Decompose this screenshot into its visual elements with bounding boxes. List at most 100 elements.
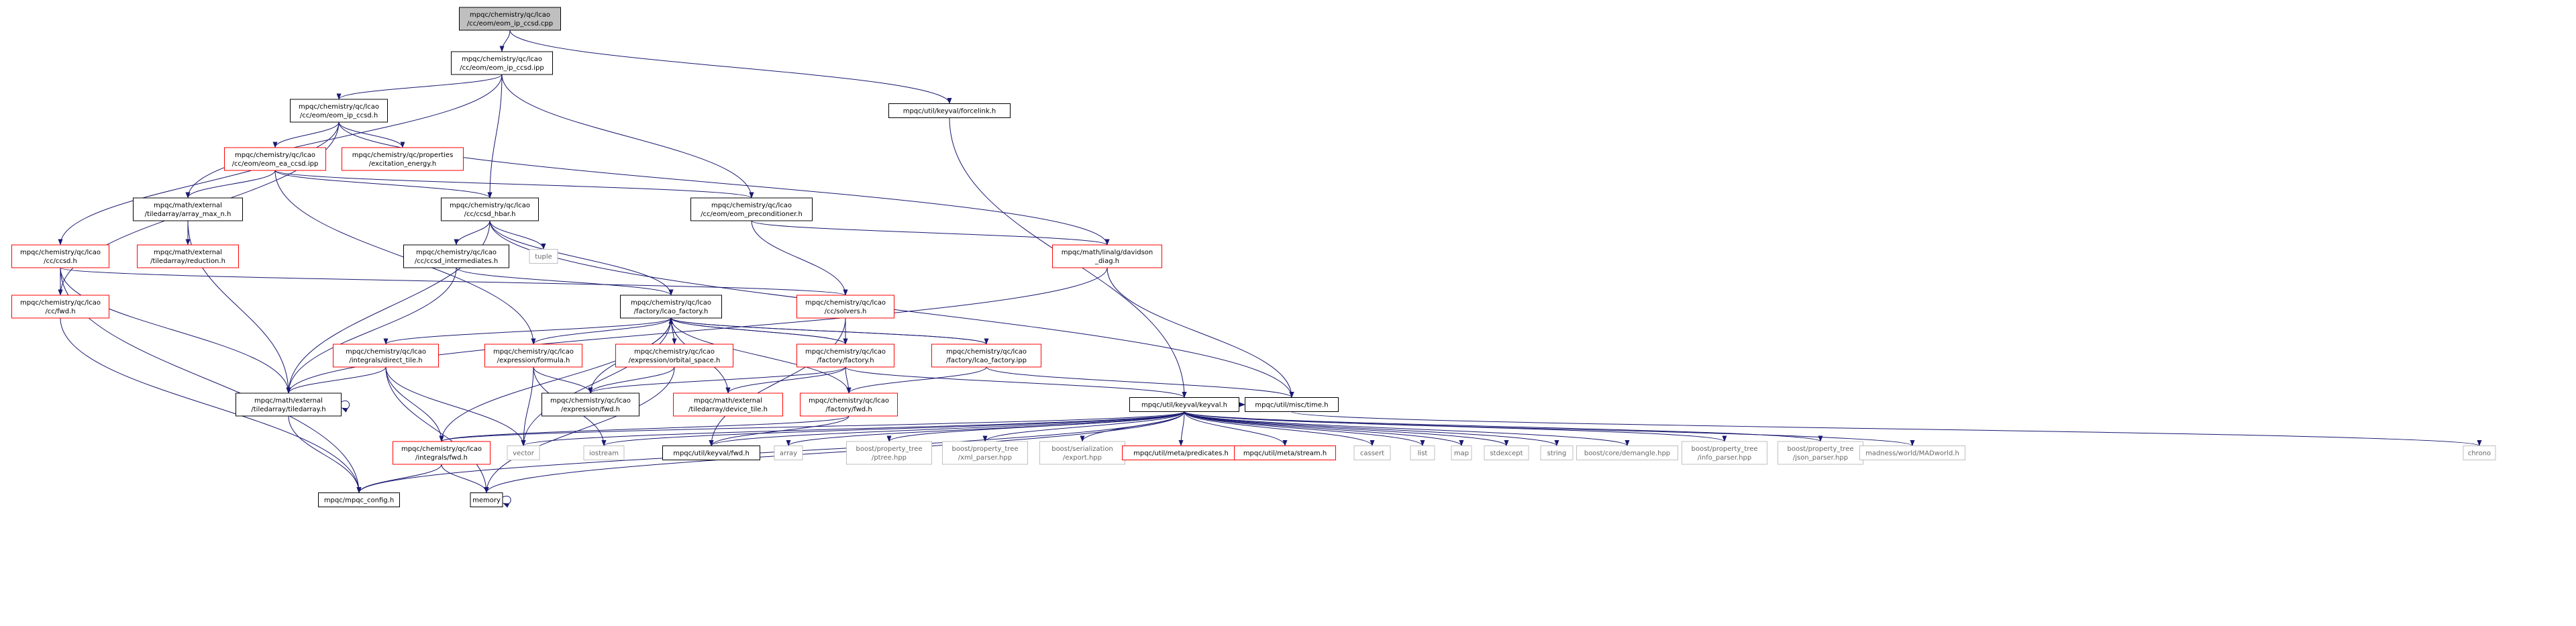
node-lcao-factory[interactable]: mpqc/chemistry/qc/lcao/factory/lcao_fact… bbox=[620, 295, 722, 319]
edge-factory-fwd-to-integrals-fwd bbox=[439, 415, 849, 442]
edge-keyval-h-to-xml-parser bbox=[982, 411, 1185, 442]
node-label: mpqc/util/keyval/forcelink.h bbox=[903, 108, 996, 115]
node-expression-fwd[interactable]: mpqc/chemistry/qc/lcao/expression/fwd.h bbox=[542, 393, 639, 417]
node-davidson-diag[interactable]: mpqc/math/linalg/davidson_diag.h bbox=[1052, 244, 1162, 268]
edge-eom-ip-ccsd-ipp-to-ccsd-hbar bbox=[487, 74, 503, 199]
node-integrals-fwd[interactable]: mpqc/chemistry/qc/lcao/integrals/fwd.h bbox=[393, 441, 491, 465]
node-keyval-fwd[interactable]: mpqc/util/keyval/fwd.h bbox=[662, 446, 760, 460]
node-array: array bbox=[774, 446, 803, 460]
node-label: mpqc/chemistry/qc/lcao bbox=[805, 348, 886, 356]
node-eom-ip-ccsd-h[interactable]: mpqc/chemistry/qc/lcao/cc/eom/eom_ip_ccs… bbox=[290, 99, 388, 123]
node-meta-stream[interactable]: mpqc/util/meta/stream.h bbox=[1234, 446, 1336, 460]
edge-lcao-factory-to-integrals-fwd bbox=[439, 317, 672, 442]
node-ccsd-h[interactable]: mpqc/chemistry/qc/lcao/cc/ccsd.h bbox=[11, 244, 109, 268]
node-label: /factory/lcao_factory.ipp bbox=[946, 357, 1027, 364]
node-label: madness/world/MADworld.h bbox=[1865, 450, 1959, 458]
node-label: string bbox=[1547, 450, 1567, 458]
node-box bbox=[931, 344, 1041, 368]
node-predicates[interactable]: mpqc/util/meta/predicates.h bbox=[1122, 446, 1240, 460]
node-box bbox=[1576, 446, 1678, 460]
edge-eom-preconditioner-to-solvers bbox=[751, 220, 848, 296]
node-label: /cc/eom/eom_ip_ccsd.cpp bbox=[467, 20, 553, 28]
node-map: map bbox=[1451, 446, 1472, 460]
edge-factory-h-to-lcao-factory bbox=[668, 317, 846, 345]
node-label: mpqc/math/linalg/davidson bbox=[1062, 249, 1153, 256]
node-label: memory bbox=[472, 497, 501, 505]
node-lcao-factory-ipp[interactable]: mpqc/chemistry/qc/lcao/factory/lcao_fact… bbox=[931, 344, 1041, 368]
node-keyval-h[interactable]: mpqc/util/keyval/keyval.h bbox=[1129, 397, 1239, 412]
edge-keyval-h-to-memory bbox=[484, 411, 1185, 493]
node-label: mpqc/chemistry/qc/lcao bbox=[450, 202, 530, 209]
node-root: mpqc/chemistry/qc/lcao/cc/eom/eom_ip_ccs… bbox=[459, 7, 561, 31]
node-eom-ip-ccsd-ipp[interactable]: mpqc/chemistry/qc/lcao/cc/eom/eom_ip_ccs… bbox=[451, 51, 553, 75]
node-box bbox=[451, 51, 553, 75]
edge-eom-ip-ccsd-ipp-to-eom-ip-ccsd-h bbox=[336, 74, 503, 100]
node-label: /cc/eom/eom_ip_ccsd.h bbox=[300, 112, 378, 119]
edge-ccsd-hbar-to-tuple bbox=[489, 220, 546, 250]
node-box bbox=[1859, 446, 1965, 460]
node-excitation-energy[interactable]: mpqc/chemistry/qc/properties/excitation_… bbox=[342, 147, 464, 171]
node-orbital-space[interactable]: mpqc/chemistry/qc/lcao/expression/orbita… bbox=[615, 344, 733, 368]
node-solvers[interactable]: mpqc/chemistry/qc/lcao/cc/solvers.h bbox=[796, 295, 894, 319]
node-label: /json_parser.hpp bbox=[1793, 454, 1848, 462]
node-mpqc-config[interactable]: mpqc/mpqc_config.h bbox=[318, 492, 400, 507]
node-label: mpqc/chemistry/qc/lcao bbox=[631, 299, 711, 307]
node-label: mpqc/chemistry/qc/lcao bbox=[470, 11, 550, 19]
node-box bbox=[1245, 397, 1339, 412]
node-label: mpqc/chemistry/qc/lcao bbox=[299, 103, 379, 111]
edge-direct-tile-to-memory bbox=[385, 366, 489, 493]
node-label: boost/core/demangle.hpp bbox=[1584, 450, 1670, 458]
node-label: mpqc/util/misc/time.h bbox=[1255, 402, 1328, 409]
node-label: mpqc/util/keyval/keyval.h bbox=[1141, 402, 1227, 409]
node-ccsd-hbar[interactable]: mpqc/chemistry/qc/lcao/cc/ccsd_hbar.h bbox=[441, 197, 539, 221]
edge-lcao-factory-to-direct-tile bbox=[383, 317, 672, 345]
edge-lcao-factory-ipp-to-lcao-factory bbox=[668, 317, 987, 345]
node-label: mpqc/chemistry/qc/lcao bbox=[20, 299, 101, 307]
node-label: boost/property_tree bbox=[951, 446, 1018, 453]
node-label: mpqc/chemistry/qc/lcao bbox=[550, 397, 631, 405]
edge-orbital-space-to-memory bbox=[484, 366, 675, 493]
node-box bbox=[542, 393, 639, 417]
node-label: mpqc/chemistry/qc/lcao bbox=[416, 249, 497, 256]
node-layer: mpqc/chemistry/qc/lcao/cc/eom/eom_ip_ccs… bbox=[11, 7, 2496, 507]
edge-factory-h-to-factory-fwd bbox=[845, 366, 852, 394]
edge-time-h-to-chrono bbox=[1291, 411, 2481, 446]
edge-keyval-h-to-list bbox=[1184, 411, 1425, 446]
node-factory-fwd[interactable]: mpqc/chemistry/qc/lcao/factory/fwd.h bbox=[800, 393, 898, 417]
node-label: mpqc/chemistry/qc/lcao bbox=[20, 249, 101, 256]
edge-root-to-eom-ip-ccsd-ipp bbox=[499, 30, 511, 52]
node-label: mpqc/mpqc_config.h bbox=[324, 497, 394, 505]
node-vector: vector bbox=[507, 446, 540, 460]
node-box bbox=[846, 441, 932, 465]
node-forcelink[interactable]: mpqc/util/keyval/forcelink.h bbox=[888, 103, 1011, 118]
edge-eom-ea-ccsd-ipp-to-array-max-n bbox=[185, 170, 276, 199]
edge-keyval-h-to-iostream bbox=[601, 411, 1185, 446]
node-device-tile[interactable]: mpqc/math/external/tiledarray/device_til… bbox=[673, 393, 783, 417]
node-label: boost/property_tree bbox=[1691, 446, 1757, 453]
node-cc-fwd[interactable]: mpqc/chemistry/qc/lcao/cc/fwd.h bbox=[11, 295, 109, 319]
node-tiledarray-h[interactable]: mpqc/math/external/tiledarray/tiledarray… bbox=[236, 393, 342, 417]
node-memory[interactable]: memory bbox=[470, 492, 503, 507]
node-label: tuple bbox=[535, 254, 552, 261]
edge-formula-to-vector bbox=[521, 366, 534, 446]
node-eom-ea-ccsd-ipp[interactable]: mpqc/chemistry/qc/lcao/cc/eom/eom_ea_ccs… bbox=[224, 147, 326, 171]
node-box bbox=[236, 393, 342, 417]
node-direct-tile[interactable]: mpqc/chemistry/qc/lcao/integrals/direct_… bbox=[333, 344, 439, 368]
node-label: mpqc/math/external bbox=[694, 397, 762, 405]
node-formula[interactable]: mpqc/chemistry/qc/lcao/expression/formul… bbox=[484, 344, 582, 368]
node-export-hpp: boost/serialization/export.hpp bbox=[1039, 441, 1125, 465]
edge-eom-ea-ccsd-ipp-to-eom-preconditioner bbox=[274, 170, 754, 199]
node-reduction[interactable]: mpqc/math/external/tiledarray/reduction.… bbox=[137, 244, 239, 268]
edge-eom-ea-ccsd-ipp-to-ccsd-hbar bbox=[274, 170, 493, 199]
edge-keyval-h-to-cassert bbox=[1184, 411, 1375, 446]
node-box bbox=[1039, 441, 1125, 465]
node-label: /excitation_energy.h bbox=[369, 160, 437, 168]
node-box bbox=[11, 295, 109, 319]
node-box bbox=[673, 393, 783, 417]
node-box bbox=[888, 103, 1011, 118]
node-factory-h[interactable]: mpqc/chemistry/qc/lcao/factory/factory.h bbox=[796, 344, 894, 368]
node-time-h[interactable]: mpqc/util/misc/time.h bbox=[1245, 397, 1339, 412]
node-array-max-n[interactable]: mpqc/math/external/tiledarray/array_max_… bbox=[133, 197, 243, 221]
node-ccsd-intermediates[interactable]: mpqc/chemistry/qc/lcao/cc/ccsd_intermedi… bbox=[403, 244, 509, 268]
node-eom-preconditioner[interactable]: mpqc/chemistry/qc/lcao/cc/eom/eom_precon… bbox=[690, 197, 813, 221]
